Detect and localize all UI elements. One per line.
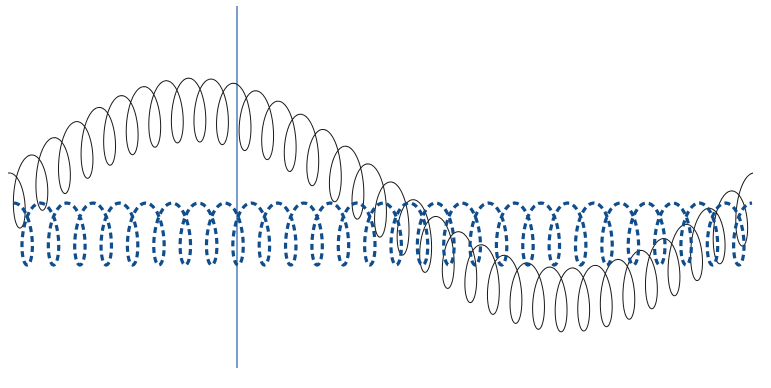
solid-coil: [7, 77, 754, 333]
dashed-coil: [13, 201, 753, 267]
